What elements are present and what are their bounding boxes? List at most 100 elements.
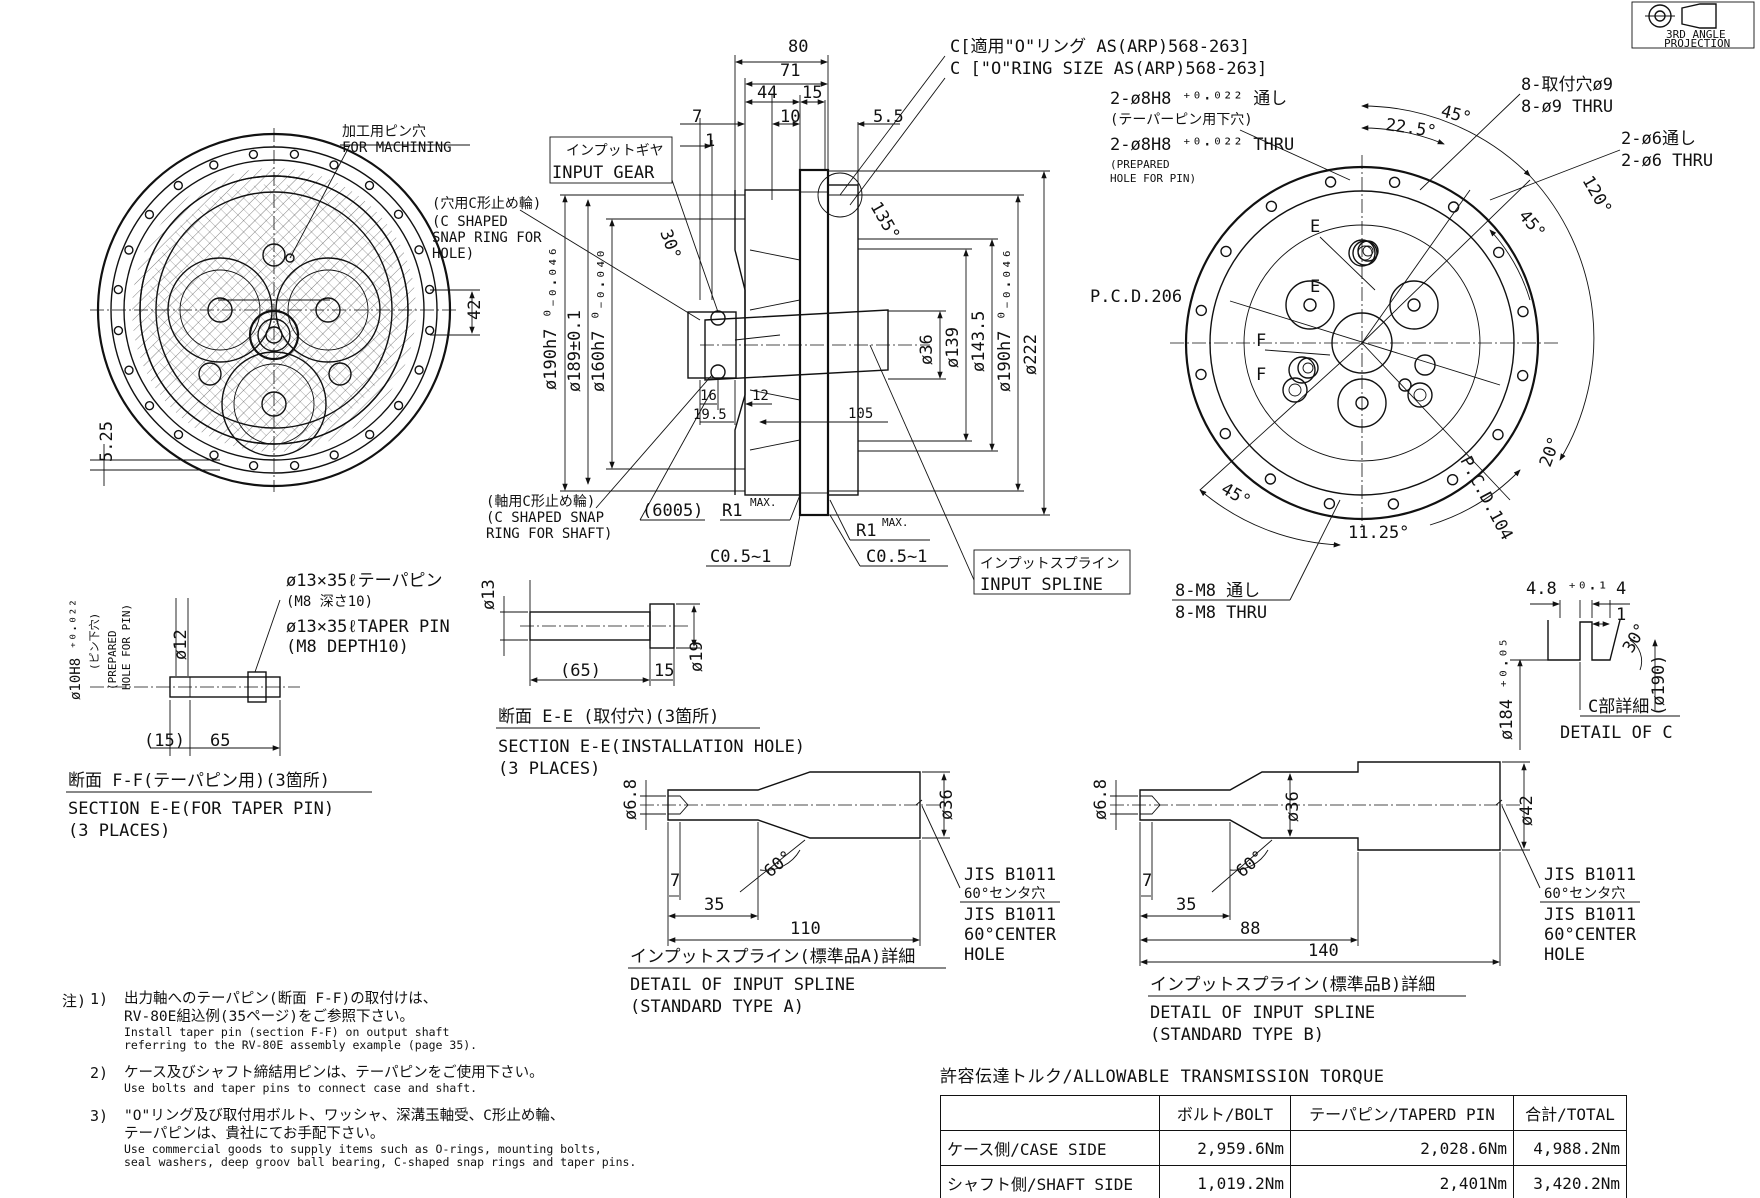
torque-table-title: 許容伝達トルク/ALLOWABLE TRANSMISSION TORQUE — [940, 1067, 1385, 1087]
chamfer-label-a: C0.5~1 — [710, 547, 771, 567]
dim-1: 1 — [705, 131, 715, 151]
snap-hole-label-en-1: (C SHAPED — [432, 214, 508, 230]
pin-hole-label-2: (テーパーピン用下穴) — [1110, 112, 1253, 128]
bolt-hole — [329, 450, 339, 460]
spline-a-angle-60: 60° — [760, 847, 796, 882]
front-view: 42 5.25 加工用ピン穴 FOR MACHINING — [90, 124, 485, 492]
angle-11-25: 11.25° — [1348, 523, 1409, 543]
torque-table-block: 許容伝達トルク/ALLOWABLE TRANSMISSION TORQUE ボル… — [940, 1062, 1627, 1198]
bolt-hole — [364, 180, 375, 191]
input-gear-label-en: INPUT GEAR — [552, 163, 655, 183]
chamfer-label-b: C0.5~1 — [866, 547, 927, 567]
dim-5-5: 5.5 — [873, 107, 904, 127]
section-e-marker-2: E — [1310, 277, 1320, 297]
note-1-jp-1: 出力軸へのテーパピン(断面 F-F)の取付けは、 — [124, 991, 438, 1007]
pin-hole-label-4: (PREPARED — [1110, 158, 1170, 171]
section-e-dim-65: (65) — [560, 661, 601, 681]
bolt-hole — [414, 365, 424, 375]
bolt-hole — [1517, 305, 1529, 318]
spline-a-jis-2: 60°センタ穴 — [964, 886, 1045, 902]
spline-a-title-en-2: (STANDARD TYPE A) — [630, 997, 804, 1017]
m8-label-en: 8-M8 THRU — [1175, 603, 1267, 623]
section-f-dim-15: (15) — [144, 731, 185, 751]
section-e-title-en-2: (3 PLACES) — [498, 759, 600, 779]
section-f-dim-65: 65 — [210, 731, 230, 751]
angle-45-top: 45° — [1439, 102, 1474, 129]
note-1-jp-2: RV-80E組込例(35ページ)をご参照下さい。 — [124, 1009, 415, 1025]
snap-shaft-label-en-1: (C SHAPED SNAP — [486, 510, 604, 526]
notes: 注) 1) 出力軸へのテーパピン(断面 F-F)の取付けは、 RV-80E組込例… — [62, 990, 662, 1181]
snap-hole-label-jp: (穴用C形止め輪) — [432, 195, 541, 212]
torque-cell: 2,959.6Nm — [1159, 1130, 1291, 1166]
detail-c-dim-1: 1 — [1616, 605, 1626, 625]
section-f-title-en-2: (3 PLACES) — [68, 821, 170, 841]
bolt-hole — [393, 209, 404, 220]
section-f-prep-en-1: (PREPARED — [106, 630, 119, 690]
torque-header-total: 合計/TOTAL — [1513, 1095, 1627, 1131]
angle-45-right: 45° — [1514, 206, 1549, 242]
dim-phi189: ø189±0.1 — [565, 310, 585, 392]
dim-19-5: 19.5 — [693, 407, 727, 423]
bolt-hole — [365, 429, 375, 440]
section-f-title-jp: 断面 F-F(テーパピン用)(3箇所) — [68, 771, 330, 791]
spline-b-phi42: ø42 — [1517, 795, 1537, 826]
spline-a-dim-110: 110 — [790, 919, 821, 939]
dim-phi222: ø222 — [1021, 334, 1041, 375]
torque-cell: 1,019.2Nm — [1159, 1165, 1291, 1198]
input-gear-label-jp: インプットギヤ — [566, 143, 664, 159]
spline-b-title-en-1: DETAIL OF INPUT SPLINE — [1150, 1003, 1375, 1023]
bolt-hole — [248, 149, 259, 160]
spline-a-phi36: ø36 — [937, 789, 957, 820]
spline-a-dim-7: 7 — [670, 871, 680, 891]
dim-80: 80 — [788, 37, 808, 57]
bolt-hole — [1324, 176, 1337, 188]
r1-max-b: MAX. — [882, 516, 909, 529]
detail-c-phi190: (ø190) — [1649, 655, 1669, 716]
notes-head: 注) — [62, 992, 87, 1010]
dim-7: 7 — [692, 107, 702, 127]
section-f-prep-en-2: HOLE FOR PIN) — [120, 604, 133, 690]
r1-label-a: R1 — [722, 501, 742, 521]
spline-a-phi6-8: ø6.8 — [621, 779, 641, 820]
spline-b-jis-2: 60°センタ穴 — [1544, 886, 1625, 902]
torque-cell: 2,401Nm — [1290, 1165, 1514, 1198]
bolt-hole — [209, 160, 219, 170]
section-f-prep-jp: (ピン下穴) — [87, 613, 101, 670]
hole6-label-jp: 2-ø6通し — [1621, 129, 1696, 149]
r1-max-a: MAX. — [750, 496, 777, 509]
snap-hole-label-en-2: SNAP RING FOR — [432, 230, 542, 246]
bolt-hole — [1265, 200, 1278, 213]
spline-b-jis-4: 60°CENTER — [1544, 925, 1637, 945]
bolt-hole — [144, 209, 155, 220]
torque-header-empty — [940, 1095, 1160, 1131]
bearing-6005-label: (6005) — [642, 501, 703, 521]
spline-b-title-jp: インプットスプライン(標準品B)詳細 — [1150, 975, 1435, 995]
spline-type-a: 7 35 110 60° ø6.8 ø36 JIS B1011 60°センタ穴 … — [621, 771, 1060, 1017]
spline-b-phi6-8: ø6.8 — [1091, 779, 1111, 820]
pcd-206: P.C.D.206 — [1090, 287, 1182, 307]
spline-a-jis-5: HOLE — [964, 945, 1005, 965]
bolt-hole — [1447, 201, 1460, 213]
dim-phi160: ø160h7 ⁰₋₀.₀₄₀ — [589, 249, 609, 392]
snap-shaft-label-jp: (軸用C形止め輪) — [486, 493, 595, 510]
note-2: 2) ケース及びシャフト締結用ピンは、テーパピンをご使用下さい。 Use bol… — [62, 1064, 662, 1095]
dim-105: 105 — [848, 406, 873, 422]
input-spline-label-en: INPUT SPLINE — [980, 575, 1103, 595]
bolt-hole — [414, 245, 424, 255]
snap-shaft-label-en-2: RING FOR SHAFT) — [486, 526, 612, 542]
spline-b-angle-60: 60° — [1232, 847, 1268, 882]
mount-hole-label-en: 8-ø9 THRU — [1521, 97, 1613, 117]
dim-42: 42 — [465, 300, 485, 320]
spline-b-dim-7: 7 — [1142, 871, 1152, 891]
machining-pin-label-en: FOR MACHINING — [342, 140, 452, 156]
dim-phi190-left: ø190h7 ⁰₋₀.₀₄₆ — [541, 247, 561, 390]
bolt-hole — [1220, 245, 1232, 258]
bolt-hole — [124, 365, 134, 375]
projection-label-2: PROJECTION — [1664, 37, 1730, 50]
snap-hole-label-en-3: HOLE) — [432, 246, 474, 262]
section-f-pin-en-1: ø13×35ℓTAPER PIN — [286, 617, 450, 637]
section-f-pin-jp-2: (M8 深さ10) — [286, 594, 373, 610]
torque-row-label: ケース側/CASE SIDE — [940, 1130, 1160, 1166]
torque-row-label: シャフト側/SHAFT SIDE — [940, 1165, 1160, 1198]
table-row: ケース側/CASE SIDE 2,959.6Nm 2,028.6Nm 4,988… — [940, 1130, 1627, 1166]
